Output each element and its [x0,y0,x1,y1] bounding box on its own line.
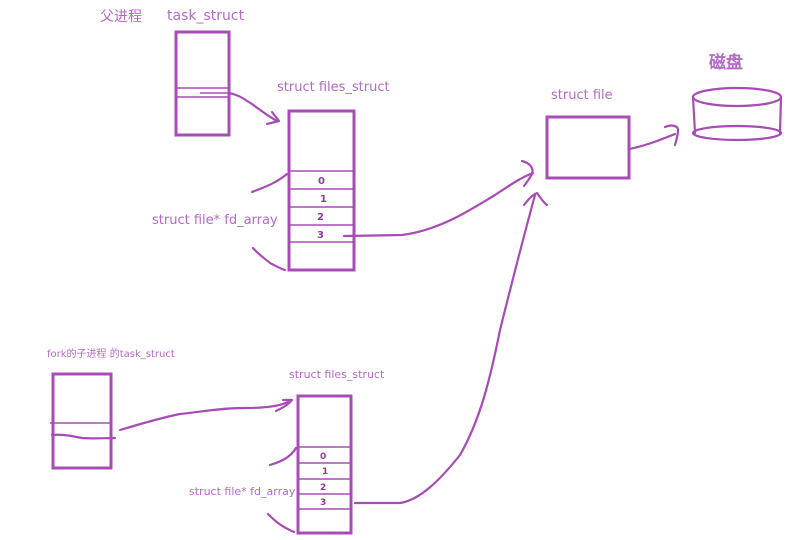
parent-files-struct-box [287,109,356,272]
file-to-disk-arrow [627,132,677,151]
parent-fd-array-brace-top [250,172,289,194]
struct-file-label: struct file [551,88,613,103]
child-task-struct-box [50,372,117,470]
parent-fd3-to-file-arrowhead [520,159,534,188]
disk-icon [691,86,783,142]
file-to-disk-arrowhead [663,124,680,147]
parent-fd-index-2: 2 [317,212,324,223]
child-fd-array-label: struct file* fd_array [189,485,296,498]
struct-file-box [545,115,631,180]
parent-fd-array-label: struct file* fd_array [152,213,278,228]
parent-fd3-to-file-arrow [342,171,535,238]
child-files-struct-box [296,394,353,535]
child-task-struct-label: fork的子进程 的task_struct [47,349,175,360]
child-fd-index-3: 3 [320,498,326,508]
child-fd3-to-file-arrowhead [522,191,549,207]
disk-label: 磁盘 [709,53,743,73]
parent-task-struct-label: task_struct [167,8,245,24]
child-fd-array-brace-bottom [266,512,296,534]
child-task-to-files-arrowhead [274,398,294,413]
child-fd3-to-file-arrow [353,193,537,505]
parent-fd-index-0: 0 [318,176,325,187]
child-fd-index-0: 0 [320,452,326,462]
parent-fd-index-3: 3 [317,230,324,241]
child-fd-array-brace-top [268,446,298,467]
parent-task-to-files-arrow [227,91,279,123]
child-fd-index-2: 2 [320,483,326,493]
parent-files-struct-label: struct files_struct [277,80,390,95]
parent-task-to-files-arrowhead [265,110,281,126]
parent-task-struct-box [174,30,231,137]
parent-fd-index-1: 1 [320,194,327,205]
child-task-to-files-arrow [118,400,290,432]
parent-process-label: 父进程 [100,9,142,25]
parent-fd-array-brace-bottom [251,246,287,272]
child-files-struct-label: struct files_struct [289,368,385,381]
child-fd-index-1: 1 [322,467,328,477]
